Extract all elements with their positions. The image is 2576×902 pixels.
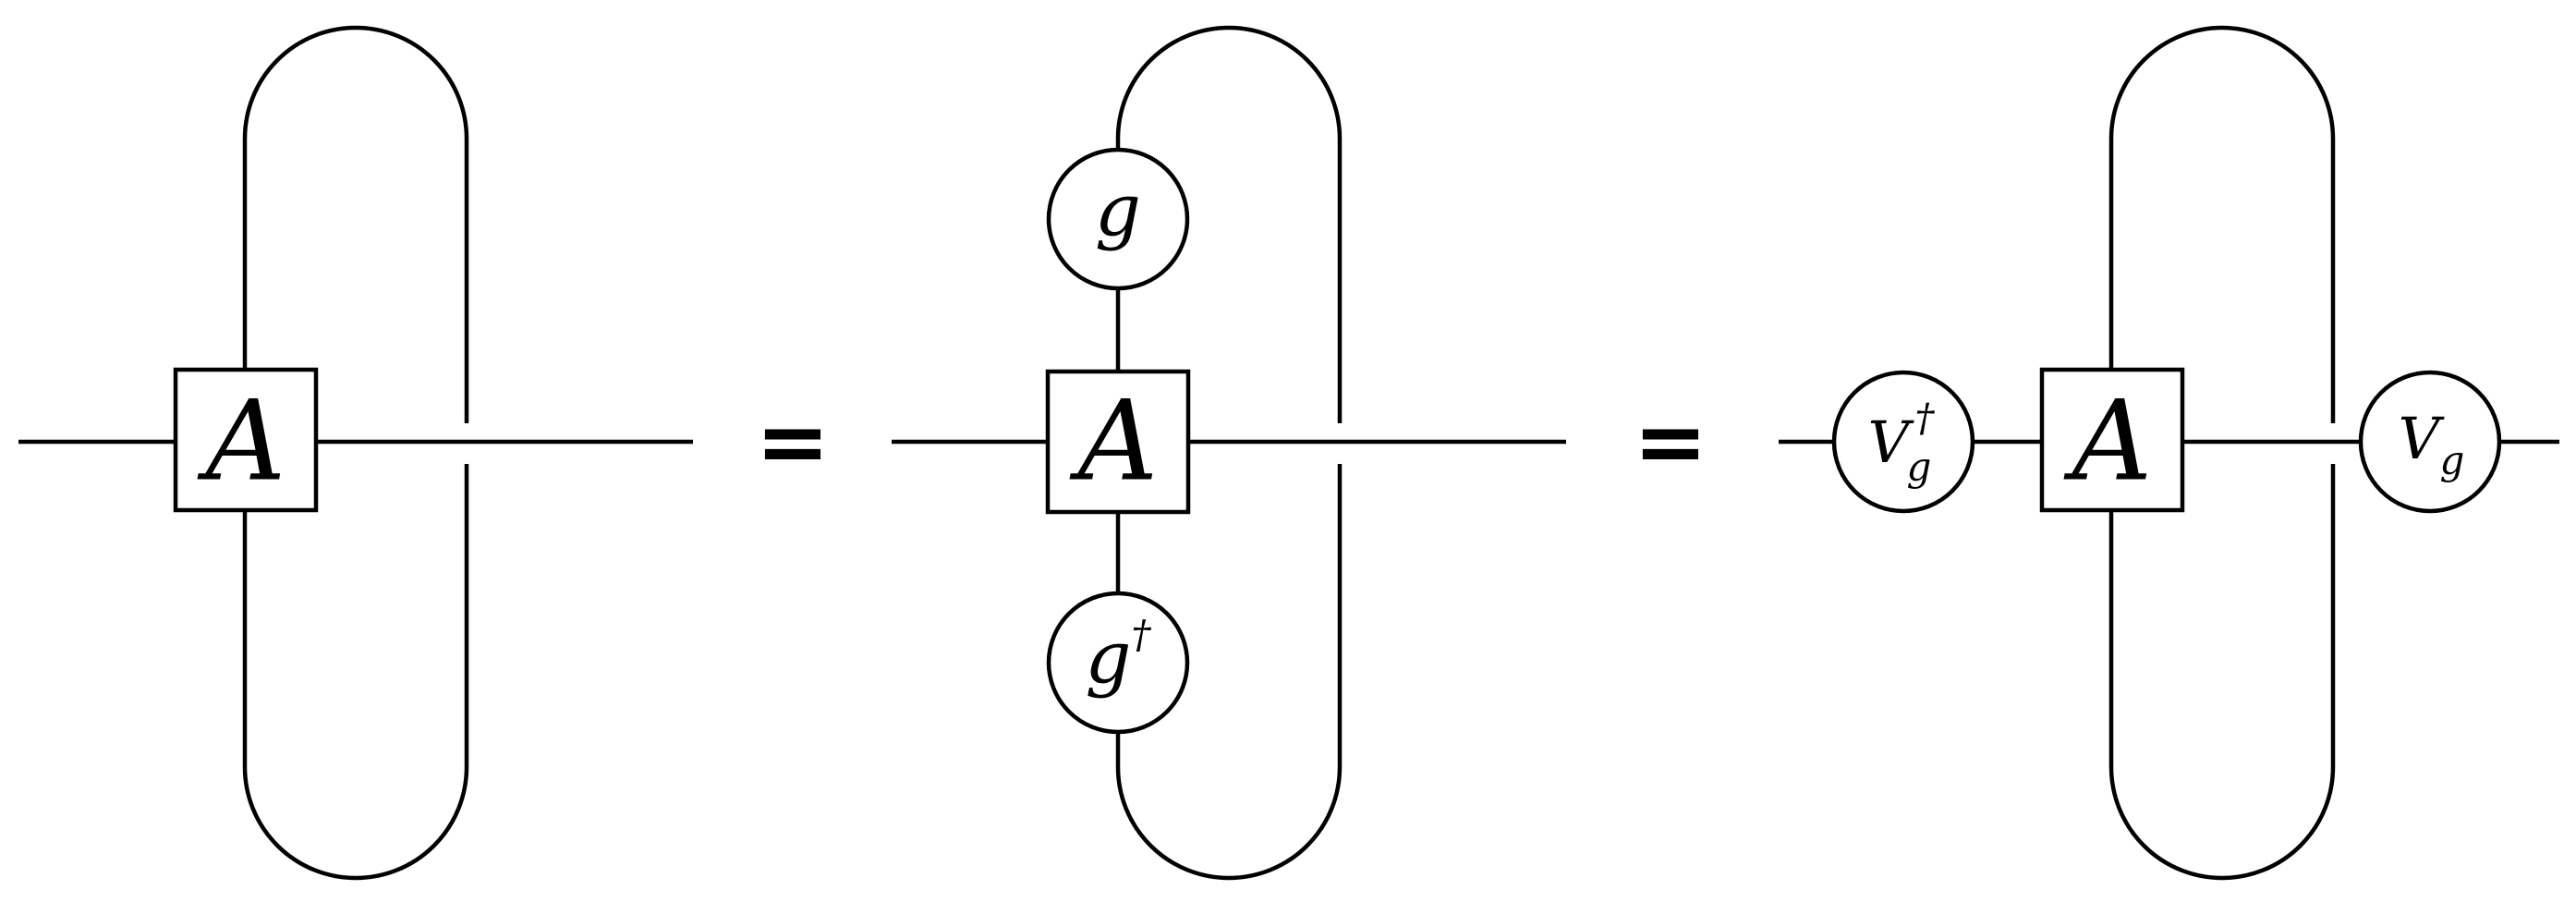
g-dagger-node — [1046, 591, 1190, 735]
v-dagger-node-label: V — [1868, 408, 1915, 476]
loop-wire — [1115, 25, 1343, 881]
g-dagger-base: g — [1086, 616, 1132, 700]
panel-left: A — [18, 25, 693, 881]
v-dagger-node — [1831, 370, 1975, 514]
panel-right: A V † g V g — [1779, 25, 2559, 881]
loop-wire — [2108, 25, 2336, 881]
tensor-a-box — [173, 367, 319, 513]
tensor-a-box — [1045, 369, 1191, 515]
v-node-label: V — [2399, 405, 2446, 472]
v-dagger-subscript: g — [1907, 445, 1932, 490]
v-base: V — [1868, 408, 1915, 476]
tensor-a-box — [2039, 367, 2185, 513]
equals-sign-2: = — [1634, 390, 1707, 494]
tensor-a-label: A — [197, 378, 286, 506]
tensor-a-label: A — [2063, 378, 2153, 506]
g-node-label: g — [1095, 169, 1141, 252]
g-node — [1046, 147, 1190, 291]
dagger-superscript: † — [1131, 612, 1151, 657]
g-dagger-node-label: g† — [1086, 612, 1152, 701]
v-base: V — [2399, 405, 2446, 472]
v-dagger-superscript: † — [1915, 396, 1936, 441]
equals-sign-1: = — [756, 390, 830, 494]
tensor-a-label: A — [1069, 378, 1159, 506]
v-subscript: g — [2440, 438, 2465, 483]
loop-wire — [242, 25, 469, 881]
panel-middle: A g g† — [892, 25, 1566, 881]
v-node — [2358, 370, 2502, 514]
